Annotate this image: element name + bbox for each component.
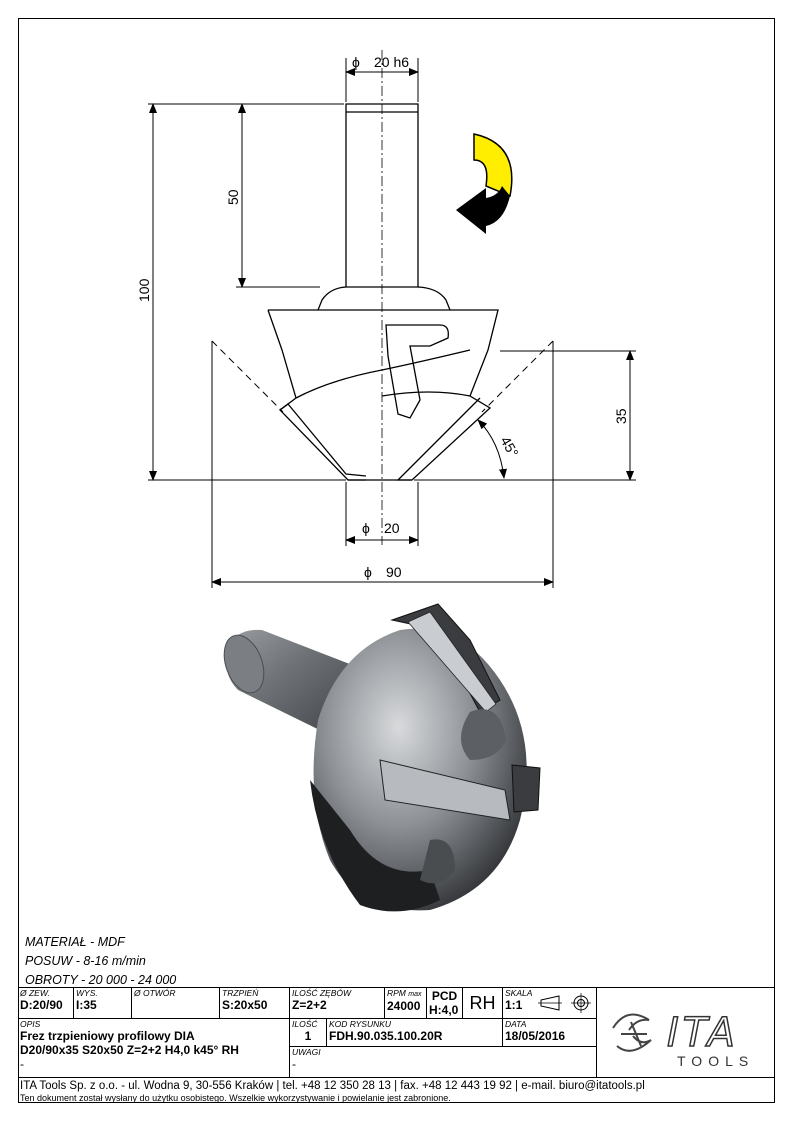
drawing-code-label: KOD RYSUNKU — [329, 1019, 392, 1029]
description-line-3: - — [20, 1057, 24, 1071]
cutter-body-outline — [267, 309, 499, 481]
ita-tools-logo-icon: ITA TOOLS — [612, 1009, 754, 1069]
logo-subtext: TOOLS — [677, 1053, 754, 1069]
title-block: Ø ZEW. D:20/90 WYS. I:35 Ø OTWÓR TRZPIEŃ… — [18, 987, 775, 1104]
quantity-label: ILOŚĆ — [292, 1019, 318, 1029]
cell-scale: SKALA 1:1 — [503, 988, 597, 1019]
pcd-label: PCD — [431, 989, 458, 1003]
quantity-value: 1 — [304, 1029, 312, 1043]
dim-angle — [477, 419, 507, 479]
cell-shank: TRZPIEŃ S:20x50 — [220, 988, 290, 1019]
cell-teeth: ILOŚĆ ZĘBÓW Z=2+2 — [290, 988, 385, 1019]
rpm-sub: max — [408, 991, 422, 998]
remarks-value: - — [292, 1057, 296, 1071]
height-value: I:35 — [76, 998, 97, 1012]
rpm-value: 24000 — [387, 999, 421, 1013]
dim-shank-length-label: 50 — [225, 189, 241, 205]
dim-bottom-diameter-label: 20 — [384, 520, 400, 536]
dim-shank-diameter — [345, 58, 419, 102]
footer: ITA Tools Sp. z o.o. - ul. Wodna 9, 30-5… — [18, 1077, 775, 1104]
footer-notice: Ten dokument został wysłany do użytku os… — [20, 1093, 451, 1103]
dim-cut-height-label: 35 — [613, 408, 629, 424]
description-label: OPIS — [20, 1019, 41, 1029]
cell-bore: Ø OTWÓR — [132, 988, 220, 1019]
outer-diameter-value: D:20/90 — [20, 998, 63, 1012]
dim-cutting-diameter-symbol: ϕ — [364, 564, 372, 580]
cell-description: OPIS Frez trzpieniowy profilowy DIA D20/… — [18, 1019, 290, 1078]
company-logo: ITA TOOLS — [597, 988, 775, 1078]
rotation-direction-arrow-icon — [456, 133, 513, 234]
cell-height: WYS. I:35 — [74, 988, 132, 1019]
drawing-frame — [18, 18, 775, 1103]
outer-diameter-label: Ø ZEW. — [20, 988, 50, 998]
shank-outline — [317, 103, 451, 311]
date-value: 18/05/2016 — [505, 1029, 566, 1043]
dim-bottom-diameter-symbol: ϕ — [362, 520, 370, 536]
projection-symbol-icon — [538, 993, 591, 1013]
dim-shank-diameter-symbol: ϕ — [352, 54, 360, 70]
shank-label: TRZPIEŃ — [222, 988, 259, 998]
cell-rotation: RH — [463, 988, 503, 1019]
note-speed: OBROTY - 20 000 - 24 000 — [25, 973, 177, 987]
date-label: DATA — [505, 1019, 527, 1029]
scale-label: SKALA — [505, 988, 533, 998]
rotation-rh: RH — [469, 993, 496, 1013]
cell-outer-diameter: Ø ZEW. D:20/90 — [18, 988, 74, 1019]
cone-extension-lines — [211, 340, 554, 413]
description-line-1: Frez trzpieniowy profilowy DIA — [20, 1029, 195, 1043]
footer-contact: ITA Tools Sp. z o.o. - ul. Wodna 9, 30-5… — [20, 1080, 645, 1092]
shank-value: S:20x50 — [222, 998, 268, 1012]
cell-date: DATA 18/05/2016 — [503, 1019, 597, 1047]
dim-total-length — [148, 103, 346, 481]
note-feed: POSUW - 8-16 m/min — [25, 954, 146, 968]
dim-angle-label: 45° — [497, 434, 521, 460]
scale-value: 1:1 — [505, 998, 523, 1012]
note-material: MATERIAŁ - MDF — [25, 935, 125, 949]
rpm-label: RPM — [387, 988, 406, 998]
teeth-value: Z=2+2 — [292, 998, 327, 1012]
cutter-3d-render — [223, 603, 541, 912]
dim-shank-length — [236, 103, 344, 288]
pcd-value: H:4,0 — [429, 1003, 459, 1017]
machining-notes: MATERIAŁ - MDF POSUW - 8-16 m/min OBROTY… — [25, 933, 176, 990]
teeth-label: ILOŚĆ ZĘBÓW — [292, 988, 352, 998]
dim-cutting-diameter-label: 90 — [386, 564, 402, 580]
dim-cut-height — [414, 350, 636, 481]
drawing-code-value: FDH.90.035.100.20R — [329, 1029, 443, 1043]
cell-quantity: ILOŚĆ 1 — [290, 1019, 327, 1047]
dim-shank-diameter-label: 20 h6 — [374, 54, 409, 70]
cell-remarks: UWAGI - — [290, 1047, 597, 1078]
dim-cutting-diameter — [211, 341, 554, 588]
dim-total-length-label: 100 — [136, 278, 152, 302]
cell-drawing-code: KOD RYSUNKU FDH.90.035.100.20R — [327, 1019, 503, 1047]
height-label: WYS. — [76, 988, 98, 998]
remarks-label: UWAGI — [292, 1047, 321, 1057]
logo-text: ITA — [667, 1010, 739, 1056]
bore-label: Ø OTWÓR — [134, 988, 176, 998]
description-line-2: D20/90x35 S20x50 Z=2+2 H4,0 k45° RH — [20, 1043, 239, 1057]
cell-rpm: RPM max 24000 — [385, 988, 427, 1019]
cell-pcd: PCD H:4,0 — [427, 988, 463, 1019]
dim-bottom-diameter — [345, 482, 419, 546]
